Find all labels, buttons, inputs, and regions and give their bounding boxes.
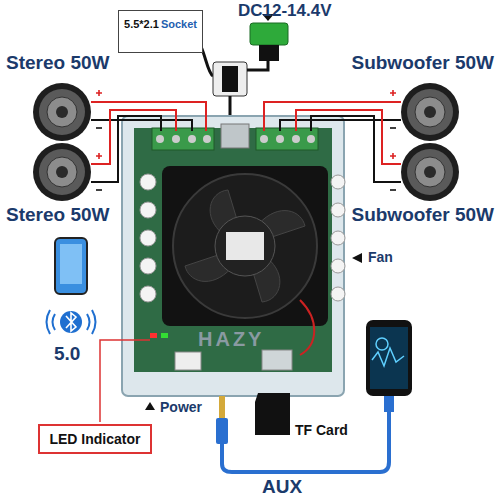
- power-label: Power: [160, 400, 202, 415]
- aux-cable: [216, 396, 394, 472]
- amplifier-board: [122, 116, 345, 396]
- box-text: 5.5*2.1: [124, 18, 159, 30]
- fan-label: Fan: [368, 250, 393, 265]
- box-text: Socket: [161, 18, 197, 30]
- indicator-box: LED Indicator: [38, 424, 152, 454]
- fan-pointer: [352, 253, 362, 263]
- watermark: HAZY: [198, 328, 264, 350]
- tf-card-label: TF Card: [295, 423, 348, 438]
- speaker-label: Subwoofer 50W: [351, 205, 494, 226]
- box-text: LED Indicator: [48, 431, 142, 447]
- speaker-wires: [91, 102, 401, 182]
- socket-box: 5.5*2.1Socket: [118, 10, 203, 53]
- led-leader: [100, 340, 150, 422]
- tf-card: [255, 393, 290, 435]
- polarity-marks: [96, 90, 396, 190]
- speaker-label: Subwoofer 50W: [351, 53, 494, 74]
- speaker-label: Stereo 50W: [6, 53, 109, 74]
- dc-connector: [194, 14, 288, 124]
- bluetooth-version: 5.0: [54, 344, 80, 365]
- power-pointer: [145, 402, 155, 410]
- aux-label: AUX: [262, 477, 302, 498]
- voltage-label: DC12-14.4V: [238, 2, 332, 21]
- speaker-label: Stereo 50W: [6, 205, 109, 226]
- bluetooth-icon: [47, 238, 96, 334]
- phone: [366, 320, 412, 396]
